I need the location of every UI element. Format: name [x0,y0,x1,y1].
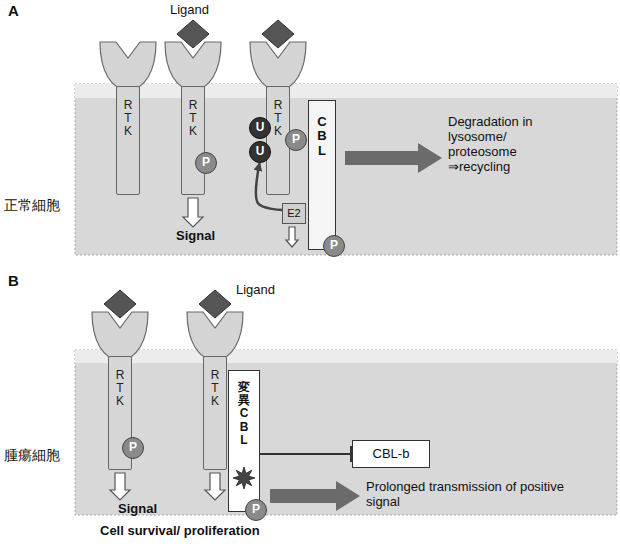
outcome-label: Degradation in lysosome/ proteosome ⇒rec… [448,115,560,175]
signal-label: Signal [176,229,215,244]
mutant-cbl-box: 変異 C B L [228,370,260,512]
panel-letter: B [8,272,19,289]
block-arrow [270,481,360,511]
signal-arrow [205,473,225,500]
receptor-head [165,42,221,90]
panel-a-membrane [75,84,617,255]
panel-letter: A [8,2,19,19]
ligand-label: Ligand [236,283,275,298]
phospho-circle: P [122,437,144,459]
receptor-head [100,42,156,90]
node-text: 変異 C B L [238,381,250,447]
phospho-circle: P [323,235,345,257]
node-text: CBL-b [373,447,410,462]
cbl-b-box: CBL-b [352,440,430,468]
receptor-head [92,312,148,360]
cell-region [75,350,617,515]
ligand-diamond [262,20,294,48]
node-text: R T K [122,99,134,139]
signal-label: Signal [118,502,157,517]
outcome-label: Cell survival/ proliferation [100,524,260,539]
node-text: P [330,239,338,253]
ubiquitin-circle: U [249,117,271,139]
node-text: R T K [114,369,126,409]
phospho-circle: P [195,152,217,174]
ubiquitin-circle: U [249,141,271,163]
e2-box: E2 [282,203,306,224]
cell-type-label: 腫瘍細胞 [4,447,60,463]
phospho-circle: P [285,129,307,151]
connector [260,453,352,455]
phospho-circle: P [245,499,267,521]
node-text: E2 [287,207,300,220]
node-text: P [202,156,210,170]
node-text: R T K [187,99,199,139]
mutant-cbl-ground [228,370,260,512]
ligand-diamond [177,20,209,48]
signal-arrow [286,227,298,247]
receptor-head [187,312,243,360]
ligand-diamond [199,290,231,318]
receptor-stem: R T K [116,86,140,195]
node-text: R T K [272,99,284,139]
receptor-stem: R T K [203,356,227,470]
outcome-label: Prolonged transmission of positive signa… [366,480,566,510]
signal-arrow [183,198,203,227]
node-text: C B L [316,115,329,158]
node-text: P [292,133,300,147]
receptor-head [250,42,306,90]
cbl-box: C B L [308,100,336,250]
cell-region [75,84,617,255]
node-text: U [256,145,265,159]
signal-arrow [110,473,130,500]
membrane-band [75,350,617,363]
node-text: R T K [209,369,221,409]
node-text: P [129,441,137,455]
membrane-band [75,84,617,98]
ligand-label: Ligand [170,3,209,18]
node-text: P [252,503,260,517]
cell-type-label: 正常細胞 [4,197,60,213]
mutation-star [233,467,255,489]
block-arrow [345,143,442,173]
panel-b-membrane [75,350,617,515]
receptor-stem: R T K [181,86,205,195]
ligand-diamond [104,290,136,318]
node-text: U [256,121,265,135]
